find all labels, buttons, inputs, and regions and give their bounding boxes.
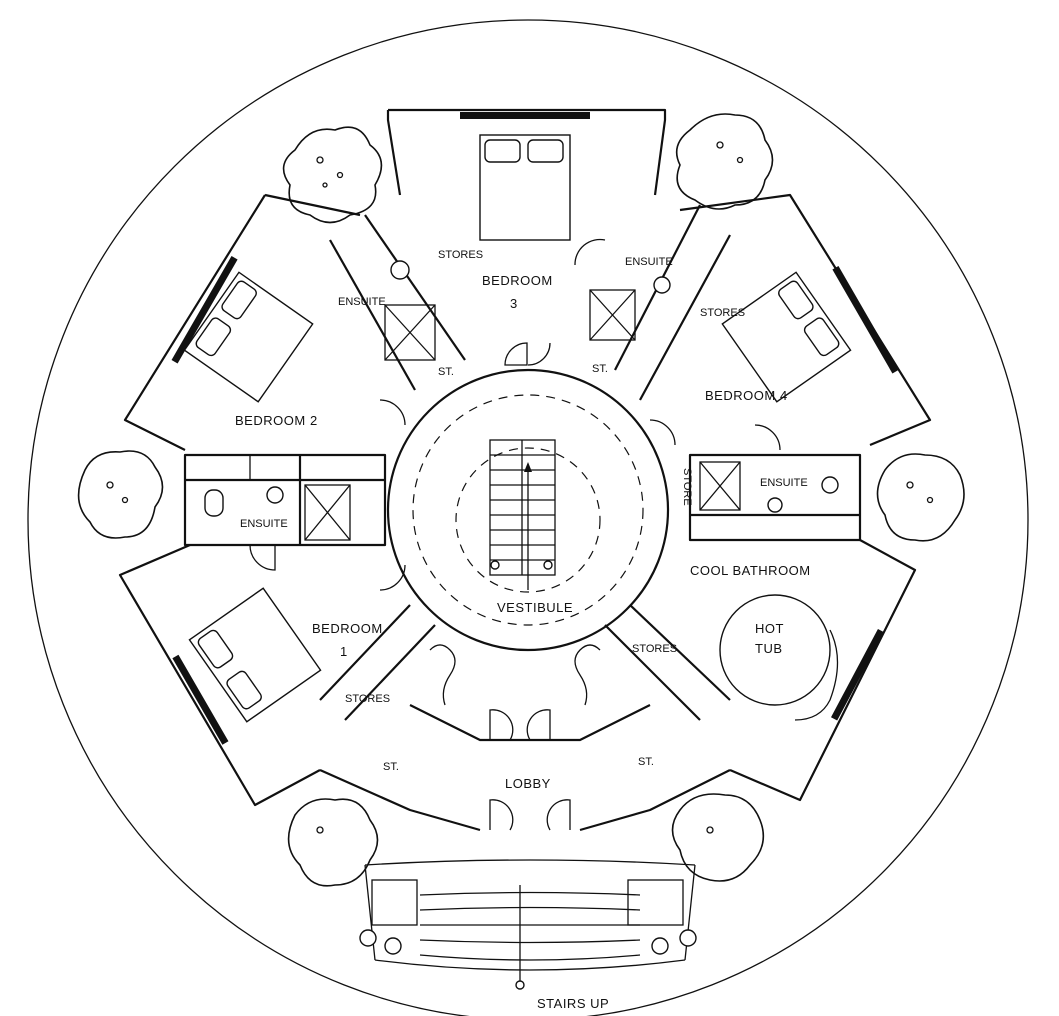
label-bedroom-2: BEDROOM (235, 413, 306, 428)
entrance-steps (359, 859, 697, 990)
tree-right (876, 453, 965, 542)
tree-top-left (282, 126, 383, 224)
label-bedroom-1-number: 1 (340, 644, 348, 659)
label-vestibule: VESTIBULE (497, 600, 573, 615)
tree-bottom-left (287, 798, 379, 887)
label-bedroom-3: BEDROOM (482, 273, 553, 288)
label-stores-b1: STORES (345, 693, 390, 705)
label-store-vertical: STORE (681, 468, 693, 506)
label-bedroom-3-number: 3 (510, 296, 518, 311)
planters (429, 644, 601, 706)
site-circle (27, 19, 1029, 1016)
tree-left (77, 450, 164, 539)
label-ensuite-b2: ENSUITE (240, 518, 288, 530)
vestibule (386, 368, 670, 652)
beds (183, 134, 852, 723)
label-hot-tub-1: HOT (755, 621, 784, 636)
label-ensuite-b2-top: ENSUITE (338, 296, 386, 308)
label-bedroom-4-number: 4 (780, 388, 788, 403)
label-ensuite-b4: ENSUITE (760, 477, 808, 489)
tree-top-right (675, 113, 774, 210)
tree-bottom-right (671, 793, 765, 882)
hot-tub (719, 594, 839, 721)
right-ensuite-block (688, 453, 862, 542)
label-st-4: ST. (638, 756, 654, 768)
label-hot-tub-2: TUB (755, 641, 783, 656)
label-bedroom-4: BEDROOM (705, 388, 776, 403)
label-st-1: ST. (438, 366, 454, 378)
label-lobby: LOBBY (505, 776, 551, 791)
doors (249, 238, 781, 831)
label-bedroom-2-number: 2 (310, 413, 318, 428)
label-st-2: ST. (592, 363, 608, 375)
label-cool-bathroom: COOL BATHROOM (690, 563, 811, 578)
label-stairs-up: STAIRS UP (537, 996, 609, 1011)
label-bedroom-1: BEDROOM (312, 621, 383, 636)
upper-wedges (329, 204, 731, 401)
label-stores-b3: STORES (438, 249, 483, 261)
left-ensuite-block (183, 453, 387, 547)
building-outline (118, 108, 932, 832)
label-ensuite-b3: ENSUITE (625, 256, 673, 268)
label-stores-b4: STORES (700, 307, 745, 319)
label-stores-tub: STORES (632, 643, 677, 655)
label-st-3: ST. (383, 761, 399, 773)
